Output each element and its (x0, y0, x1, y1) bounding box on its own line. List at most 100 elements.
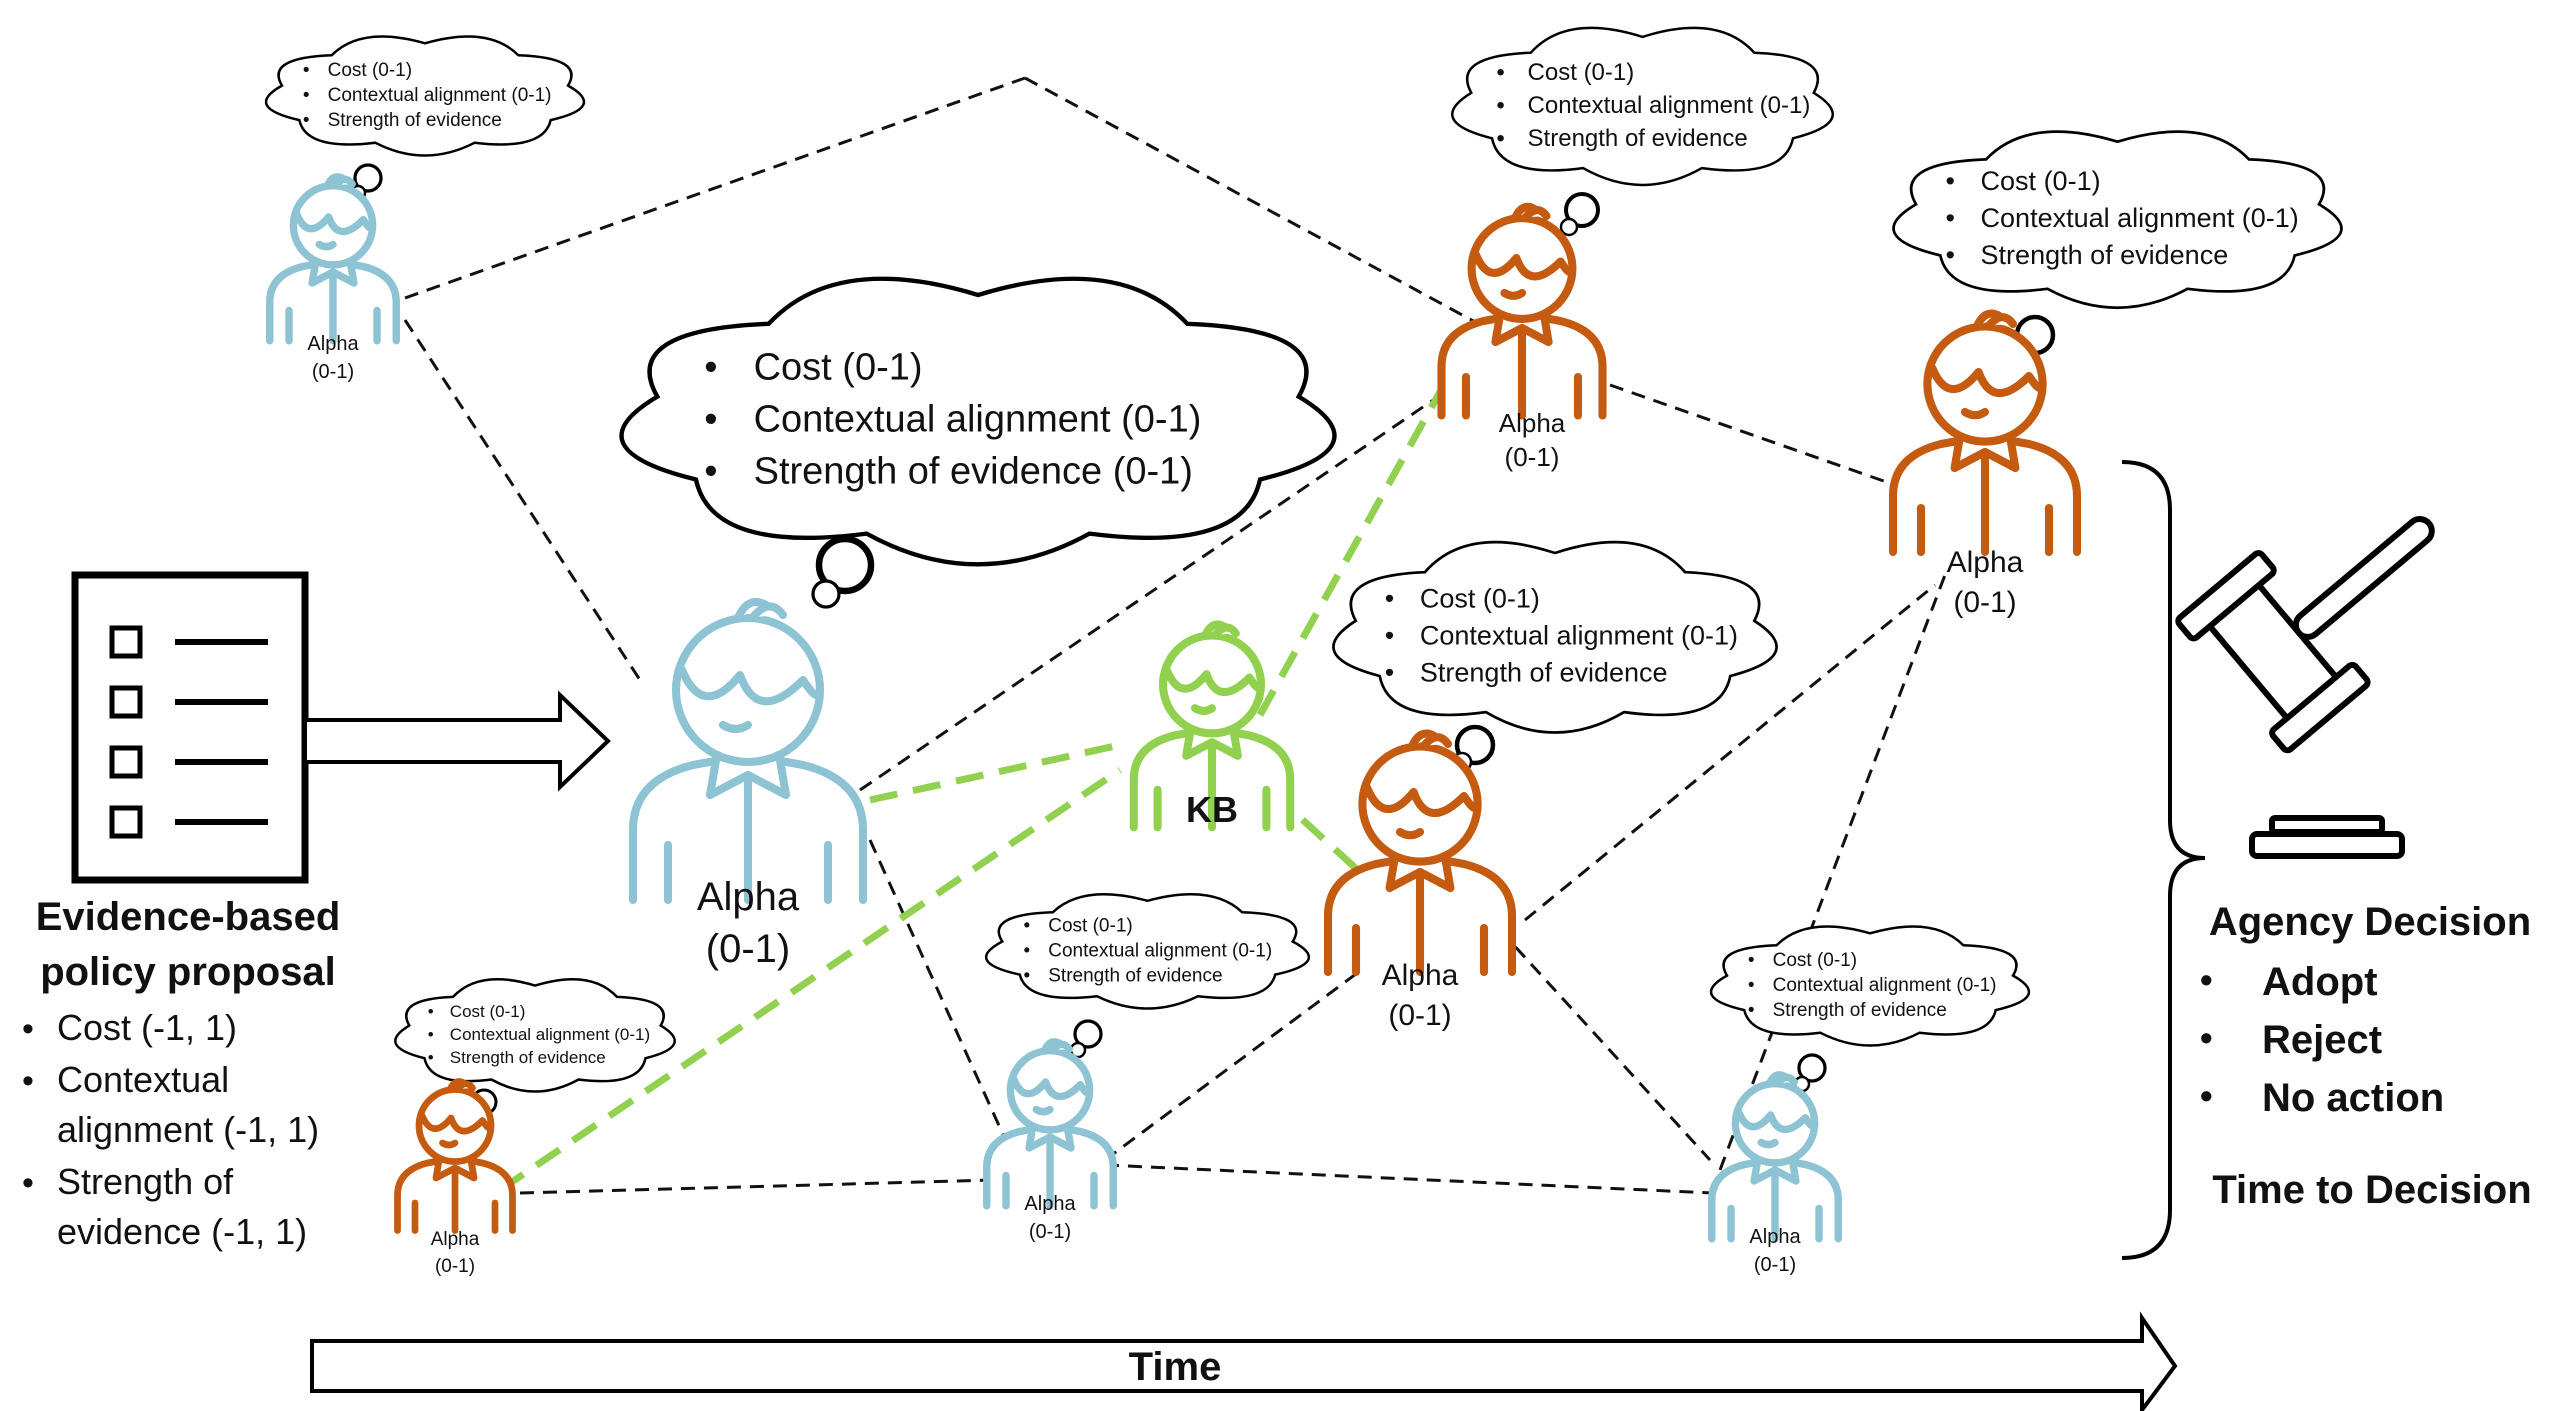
agent-main: • Cost (0-1) • Contextual alignment (0-1) • S… (619, 276, 1337, 971)
kb-edge (1256, 363, 1459, 717)
proposal-bullet-evidence-cont: evidence (-1, 1) (57, 1211, 307, 1252)
thought-bullet-dot: • (303, 85, 310, 106)
agent-name: Alpha (307, 333, 359, 355)
thought-item: Contextual alignment (0-1) (1981, 203, 2299, 233)
policy-proposal: Evidence-based policy proposal • Cost (-… (22, 571, 611, 1252)
thought-item: Strength of evidence (1773, 1000, 1947, 1021)
thought-bullet-dot: • (1945, 203, 1954, 233)
agent-range: (0-1) (1754, 1254, 1796, 1276)
thought-bullet-dot: • (428, 1048, 434, 1067)
thought-item: Cost (0-1) (1528, 59, 1635, 86)
thought-item: Contextual alignment (0-1) (1528, 92, 1811, 119)
thought-item: Strength of evidence (1981, 240, 2229, 270)
agent-range: (0-1) (1953, 586, 2016, 619)
thought-item: Strength of evidence (328, 110, 502, 131)
proposal-bullet-context-cont: alignment (-1, 1) (57, 1109, 319, 1150)
agent-bottom-right: •Cost (0-1)•Contextual alignment (0-1)•S… (1708, 925, 2031, 1276)
thought-item: Contextual alignment (0-1) (450, 1025, 650, 1044)
person-icon (266, 173, 400, 345)
decision-option-no-action: No action (2262, 1076, 2444, 1120)
thought-bullet-dot: • (1945, 166, 1954, 196)
person-icon (1129, 620, 1295, 832)
time-arrow-icon (310, 1311, 2178, 1411)
agent-name: Alpha (1024, 1193, 1076, 1215)
thought-item: Contextual alignment (0-1) (1420, 620, 1738, 650)
agent-bottom-left: • Cost (0-1) • Contextual alignment (0-1) • S… (394, 977, 676, 1277)
agents: • Cost (0-1) • Contextual alignment (0-1) • S… (264, 26, 2343, 1277)
thought-bullet-dot: • (1024, 941, 1031, 962)
thought-bullet-dot: • (704, 346, 717, 388)
agent-range: (0-1) (435, 1256, 475, 1277)
proposal-arrow-icon (303, 690, 611, 792)
thought-bullet-dot: • (428, 1002, 434, 1021)
thought-item: Strength of evidence (1048, 966, 1222, 987)
edge (404, 76, 1026, 300)
agent-bottom-mid: • Cost (0-1) • Contextual alignment (0-1) • S… (983, 893, 1311, 1243)
agent-name: Alpha (697, 875, 800, 919)
thought-bullet-dot: • (1748, 950, 1755, 971)
proposal-bullet-evidence: Strength of (57, 1161, 234, 1202)
edge (1104, 943, 1396, 1162)
decision-option-adopt: Adopt (2262, 960, 2378, 1004)
agent-range: (0-1) (1388, 999, 1451, 1032)
edge (859, 373, 1471, 792)
thought-bullet-dot: • (1385, 657, 1394, 687)
decision-bullet-dot: • (2200, 1017, 2213, 1058)
time-axis: Time (310, 1311, 2178, 1411)
proposal-bullet-dot: • (22, 1010, 34, 1048)
thought-bullet-dot: • (704, 450, 717, 492)
proposal-title-line2: policy proposal (40, 950, 336, 994)
agent-range: (0-1) (706, 927, 790, 971)
time-axis-label: Time (1129, 1345, 1222, 1389)
thought-item: Strength of evidence (0-1) (754, 450, 1193, 492)
thought-item: Cost (0-1) (1420, 583, 1540, 613)
edge (403, 319, 642, 681)
kb-edge (498, 767, 1122, 1193)
thought-item: Cost (0-1) (450, 1002, 526, 1021)
decision-panel: Agency Decision • Adopt • Reject • No ac… (2121, 460, 2532, 1260)
edge (1718, 574, 1947, 1171)
thought-bullet-dot: • (1024, 966, 1031, 987)
thought-bullet-dot: • (1385, 620, 1394, 650)
thought-bullet-dot: • (1496, 59, 1504, 86)
person-icon (1888, 309, 2082, 557)
thought-item: Contextual alignment (0-1) (1048, 941, 1272, 962)
thought-cloud: • Cost (0-1) • Contextual alignment (0-1) • S… (984, 893, 1311, 1059)
thought-bullet-dot: • (1748, 975, 1755, 996)
decision-option-reject: Reject (2262, 1018, 2382, 1062)
thought-item: Contextual alignment (0-1) (328, 85, 552, 106)
thought-bullet-dot: • (428, 1025, 434, 1044)
person-icon (1437, 202, 1607, 420)
proposal-title-line1: Evidence-based (36, 895, 341, 939)
decision-bullet-dot: • (2200, 959, 2213, 1000)
edge (1524, 583, 1936, 922)
thought-item: Strength of evidence (450, 1048, 606, 1067)
edge (1609, 383, 1896, 487)
thought-cloud: •Cost (0-1)•Contextual alignment (0-1)•S… (264, 35, 586, 202)
gavel-icon (2175, 516, 2435, 859)
thought-item: Cost (0-1) (754, 346, 923, 388)
proposal-bullet-context: Contextual (57, 1059, 229, 1100)
edge (519, 1178, 996, 1195)
agent-name: Alpha (431, 1229, 480, 1250)
edge (868, 839, 1012, 1151)
thought-item: Cost (0-1) (1048, 916, 1132, 937)
decision-brace (2121, 460, 2206, 1260)
thought-cloud: •Cost (0-1)•Contextual alignment (0-1)•S… (1451, 26, 1834, 237)
black-dashed-edges (403, 76, 1947, 1195)
checklist-document-icon (71, 571, 309, 884)
thought-bullet-dot: • (704, 398, 717, 440)
thought-bullet-dot: • (1748, 1000, 1755, 1021)
thought-bullet-dot: • (1024, 916, 1031, 937)
agent-range: (0-1) (1029, 1221, 1071, 1243)
proposal-bullet-dot: • (22, 1062, 34, 1100)
agent-kb: KB (1129, 620, 1295, 832)
agent-range: (0-1) (312, 361, 354, 383)
agent-top-left: •Cost (0-1)•Contextual alignment (0-1)•S… (264, 35, 586, 383)
agent-top-right: •Cost (0-1)•Contextual alignment (0-1)•S… (1888, 130, 2343, 619)
thought-bullet-dot: • (1496, 125, 1504, 152)
thought-bullet-dot: • (303, 110, 310, 131)
thought-cloud: •Cost (0-1)•Contextual alignment (0-1)•S… (1892, 130, 2343, 365)
agent-range: (0-1) (1505, 442, 1560, 472)
